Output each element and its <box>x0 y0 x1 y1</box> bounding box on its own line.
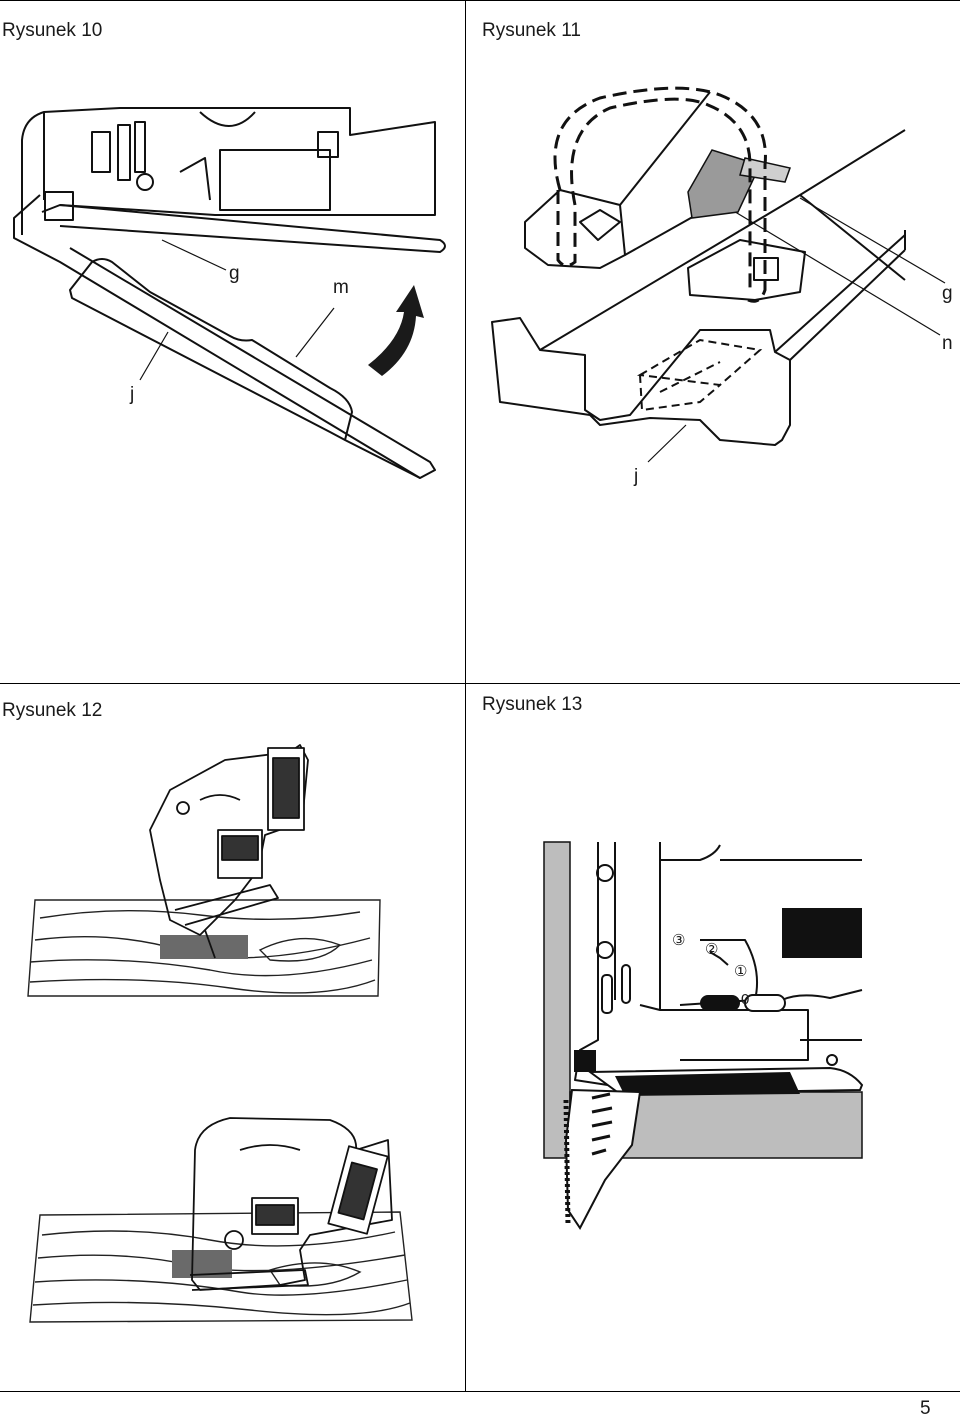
figure-13-title: Rysunek 13 <box>482 694 583 715</box>
figure-12-drawing <box>27 744 413 1323</box>
figure-10-label-m: m <box>333 277 349 298</box>
bottom-rule <box>0 1391 960 1392</box>
figure-11-title: Rysunek 11 <box>482 20 581 41</box>
page-number: 5 <box>920 1398 931 1419</box>
figure-13-scale-mark-3: ③ <box>672 932 686 949</box>
figure-10-label-g: g <box>229 263 240 284</box>
figure-11-drawing <box>491 86 946 463</box>
figure-12-title: Rysunek 12 <box>2 700 103 721</box>
figure-11-label-g: g <box>942 283 953 304</box>
middle-rule <box>0 683 960 684</box>
figure-10-label-j: j <box>130 384 135 405</box>
figure-13-drawing <box>543 841 864 1230</box>
figure-11-label-j: j <box>634 466 639 487</box>
figure-10-drawing <box>13 107 446 479</box>
figure-10-title: Rysunek 10 <box>2 20 103 41</box>
figure-13-scale-mark-1: ① <box>734 963 748 980</box>
figure-13-scale-mark-2: ② <box>705 941 719 958</box>
top-rule <box>0 0 960 1</box>
center-divider <box>465 0 466 1392</box>
figure-11-label-n: n <box>942 333 953 354</box>
figure-13-scale-mark-0: 0 <box>741 991 750 1008</box>
